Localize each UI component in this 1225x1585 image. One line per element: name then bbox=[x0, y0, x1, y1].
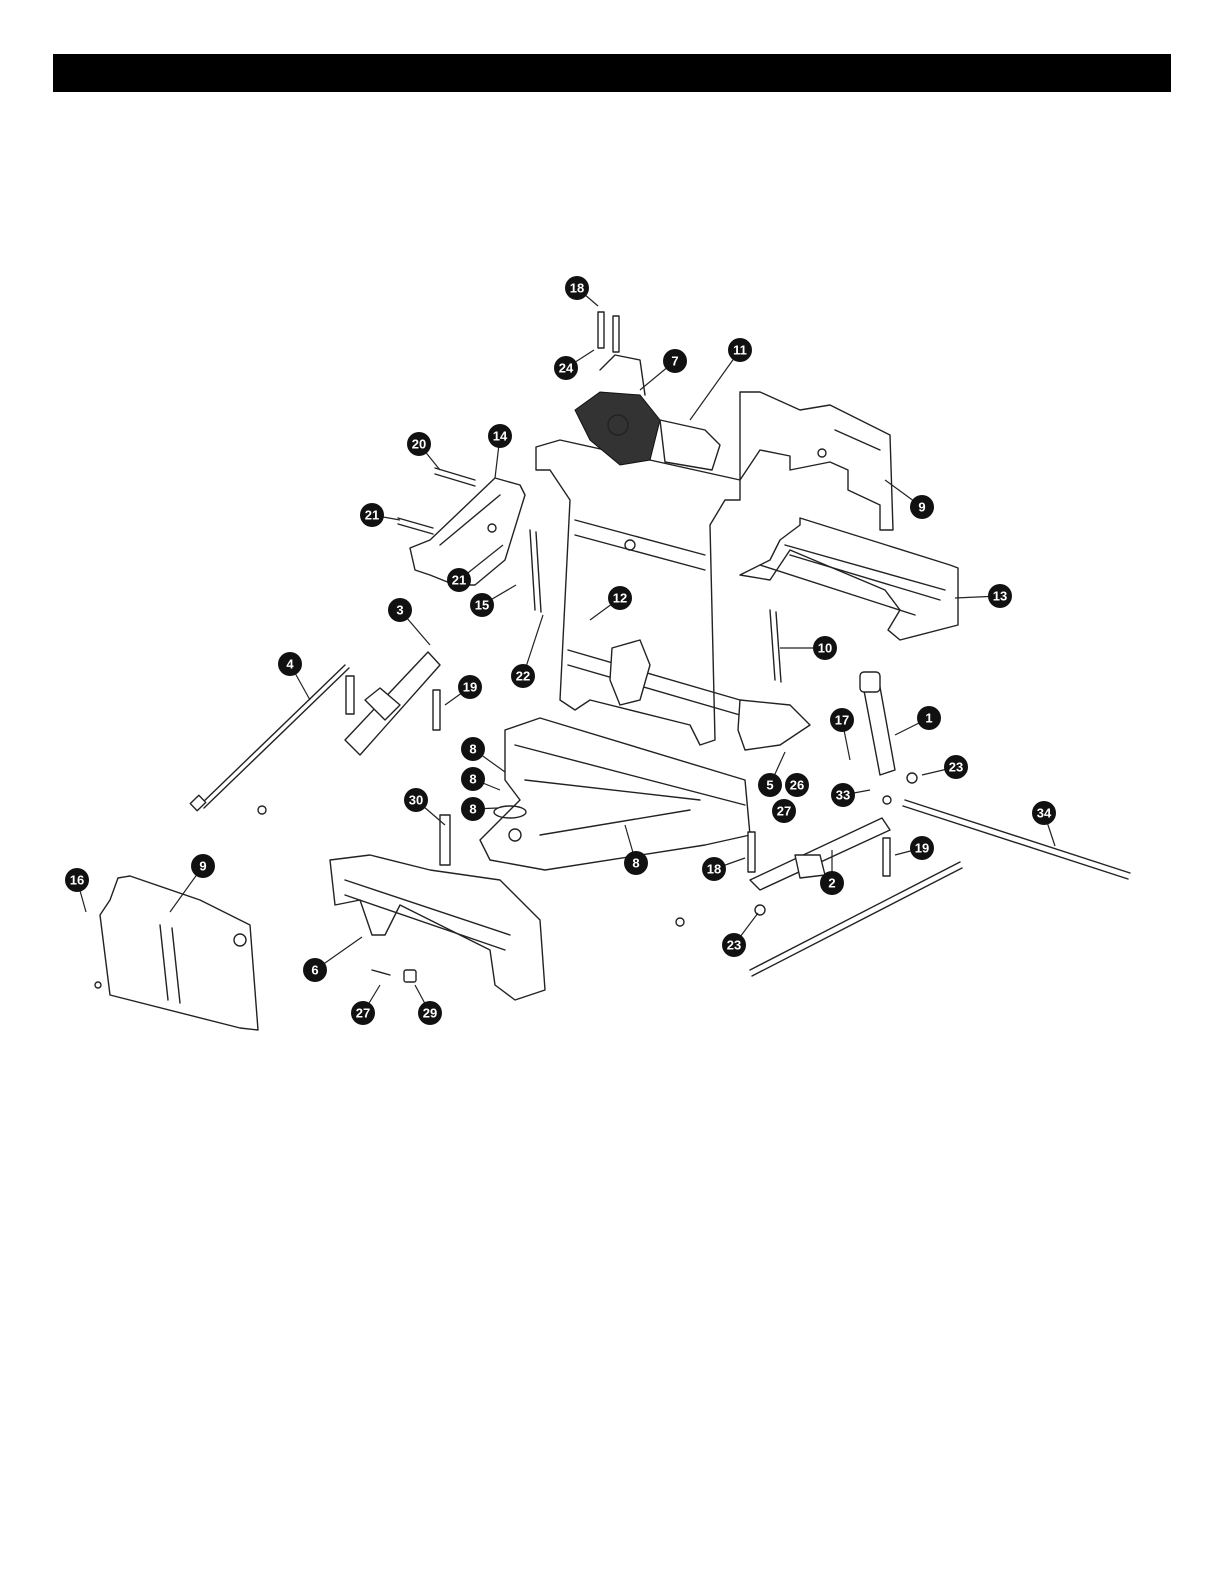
callout-24: 24 bbox=[554, 350, 594, 380]
callout-number: 15 bbox=[475, 598, 489, 613]
callout-number: 13 bbox=[993, 589, 1007, 604]
callout-number: 8 bbox=[469, 742, 476, 757]
callout-33: 33 bbox=[831, 783, 870, 807]
callout-number: 11 bbox=[733, 343, 747, 358]
callout-13: 13 bbox=[955, 584, 1012, 608]
callout-number: 5 bbox=[766, 778, 773, 793]
nut bbox=[883, 796, 891, 804]
callout-30: 30 bbox=[404, 788, 445, 825]
callout-34: 34 bbox=[1032, 801, 1056, 846]
callout-number: 9 bbox=[918, 500, 925, 515]
bolt-right bbox=[883, 838, 890, 876]
callout-number: 8 bbox=[469, 772, 476, 787]
vehicle-mount-bracket bbox=[330, 855, 545, 1000]
callout-10: 10 bbox=[780, 636, 837, 660]
callout-number: 10 bbox=[818, 641, 832, 656]
callout-number: 20 bbox=[412, 437, 426, 452]
callout-19: 19 bbox=[445, 675, 482, 705]
callout-number: 33 bbox=[836, 788, 850, 803]
callout-22: 22 bbox=[511, 615, 543, 688]
callout-20: 20 bbox=[407, 432, 440, 470]
callout-19: 19 bbox=[895, 836, 934, 860]
bolt-left bbox=[433, 690, 440, 730]
callout-7: 7 bbox=[640, 349, 687, 390]
callout-number: 16 bbox=[70, 873, 84, 888]
nut bbox=[755, 905, 765, 915]
callout-number: 34 bbox=[1037, 806, 1052, 821]
callout-1: 1 bbox=[895, 706, 941, 735]
callout-number: 18 bbox=[570, 281, 584, 296]
callout-number: 27 bbox=[777, 804, 791, 819]
callout-3: 3 bbox=[388, 598, 430, 645]
cover-shield-lower bbox=[95, 876, 258, 1030]
callout-27: 27 bbox=[772, 799, 796, 823]
callout-number: 14 bbox=[493, 429, 508, 444]
hydraulic-cylinder-left bbox=[345, 652, 440, 755]
callout-number: 21 bbox=[365, 508, 379, 523]
callout-29: 29 bbox=[415, 985, 442, 1025]
callout-21: 21 bbox=[360, 503, 400, 527]
callout-18: 18 bbox=[702, 857, 745, 881]
callout-number: 19 bbox=[463, 680, 477, 695]
hydraulic-hose-right bbox=[903, 800, 1130, 879]
callout-15: 15 bbox=[470, 585, 516, 617]
callout-5: 5 bbox=[758, 752, 785, 797]
hydraulic-cylinder-vertical bbox=[860, 672, 895, 775]
hydraulic-cylinder-angle bbox=[750, 818, 890, 890]
callout-number: 4 bbox=[286, 657, 294, 672]
hydraulic-hose-left bbox=[190, 665, 349, 811]
lift-bracket bbox=[410, 478, 525, 585]
callout-17: 17 bbox=[830, 708, 854, 760]
bushing bbox=[404, 970, 416, 982]
a-frame-tower bbox=[536, 440, 810, 750]
callout-6: 6 bbox=[303, 937, 362, 982]
nut bbox=[907, 773, 917, 783]
callout-8: 8 bbox=[461, 737, 505, 772]
callout-number: 24 bbox=[559, 361, 574, 376]
callout-number: 30 bbox=[409, 793, 423, 808]
callout-16: 16 bbox=[65, 868, 89, 912]
callout-number: 26 bbox=[790, 778, 804, 793]
callout-number: 6 bbox=[311, 963, 318, 978]
callout-number: 8 bbox=[632, 856, 639, 871]
callout-number: 2 bbox=[828, 876, 835, 891]
nut bbox=[258, 806, 266, 814]
callout-14: 14 bbox=[488, 424, 512, 478]
callout-number: 22 bbox=[516, 669, 530, 684]
leader-line bbox=[690, 350, 740, 420]
callout-number: 3 bbox=[396, 603, 403, 618]
callout-number: 1 bbox=[925, 711, 932, 726]
cover-shield-upper bbox=[740, 392, 893, 530]
callout-number: 21 bbox=[452, 573, 466, 588]
callout-8: 8 bbox=[461, 767, 500, 791]
callout-number: 29 bbox=[423, 1006, 437, 1021]
callout-number: 17 bbox=[835, 713, 849, 728]
callout-number: 9 bbox=[199, 859, 206, 874]
callout-number: 7 bbox=[671, 354, 678, 369]
callout-number: 18 bbox=[707, 862, 721, 877]
pins-top bbox=[598, 312, 619, 352]
callout-number: 12 bbox=[613, 591, 627, 606]
nut bbox=[676, 918, 684, 926]
callout-23: 23 bbox=[722, 913, 758, 957]
callout-26: 26 bbox=[785, 773, 809, 797]
callout-number: 27 bbox=[356, 1006, 370, 1021]
bolt-mid bbox=[748, 832, 755, 872]
callout-23: 23 bbox=[922, 755, 968, 779]
frame-rail bbox=[740, 518, 958, 640]
callout-27: 27 bbox=[351, 985, 380, 1025]
callout-number: 8 bbox=[469, 802, 476, 817]
callout-8: 8 bbox=[461, 797, 498, 821]
callout-number: 19 bbox=[915, 841, 929, 856]
callout-18: 18 bbox=[565, 276, 598, 306]
callout-number: 23 bbox=[727, 938, 741, 953]
cotter-pin bbox=[372, 970, 390, 975]
callout-4: 4 bbox=[278, 652, 310, 700]
callout-number: 23 bbox=[949, 760, 963, 775]
